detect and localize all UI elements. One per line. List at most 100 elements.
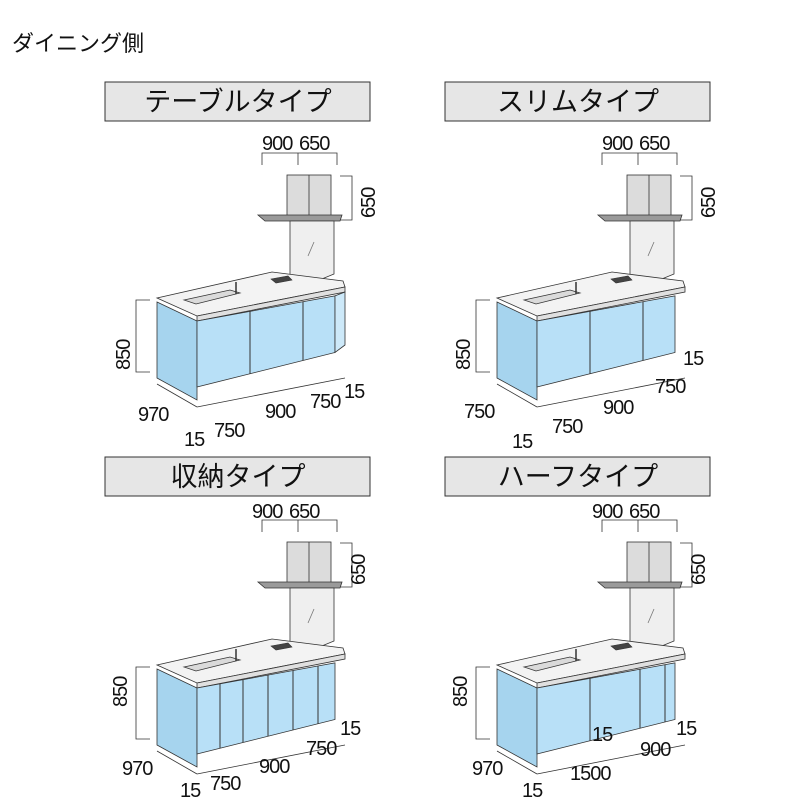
hood-shelf <box>256 214 343 222</box>
panel-title: テーブルタイプ <box>144 87 331 117</box>
dim-line-depth <box>496 750 538 775</box>
counter-top <box>155 271 346 317</box>
dim-height: 850 <box>453 339 475 370</box>
dim-line-hood-height <box>340 175 353 221</box>
cabinet-side <box>496 668 538 768</box>
dim-height: 850 <box>450 676 472 707</box>
counter-top <box>495 271 686 317</box>
counter-edge <box>196 653 346 689</box>
title-box <box>104 456 371 497</box>
title-box <box>104 81 371 122</box>
dim-line-depth <box>156 750 198 775</box>
cabinet-side <box>156 668 198 768</box>
dim-hood-left: 900 <box>602 133 633 155</box>
dim-line-hood-height <box>680 542 693 588</box>
dim-height: 850 <box>113 339 135 370</box>
dim-right-gap: 15 <box>683 348 704 370</box>
dim-hood-right: 650 <box>629 501 660 523</box>
dim-hood-left: 900 <box>262 133 293 155</box>
hood-shelf <box>596 581 683 589</box>
hood-shelf <box>256 581 343 589</box>
end-panel <box>334 291 346 354</box>
dim-line-hood-width <box>601 519 678 532</box>
dim-depth: 970 <box>472 758 503 780</box>
dim-line-height <box>135 299 150 373</box>
dim-hood-right: 650 <box>299 133 330 155</box>
dim-left-gap: 15 <box>184 429 205 451</box>
dim-line-height <box>135 666 150 740</box>
dim-hood-height: 650 <box>348 554 370 585</box>
dim-depth: 750 <box>464 401 495 423</box>
dim-line-hood-width <box>261 519 338 532</box>
dim-left-gap: 15 <box>522 780 543 800</box>
dim-seg1: 750 <box>214 420 245 442</box>
dim-hood-height: 650 <box>688 554 710 585</box>
panel-slim-type: スリムタイプ 900 650 650 850 750 15 750 900 75… <box>444 81 720 453</box>
stove <box>270 642 293 651</box>
counter-edge <box>536 286 686 322</box>
hood-shelf <box>596 214 683 222</box>
sink <box>182 289 242 305</box>
dim-right-gap: 15 <box>340 718 361 740</box>
dim-hood-left: 900 <box>592 501 623 523</box>
dim-seg2: 900 <box>265 401 296 423</box>
dim-hood-height: 650 <box>698 187 720 218</box>
dim-hood-right: 650 <box>639 133 670 155</box>
dim-hood-left: 900 <box>252 501 283 523</box>
dim-line-width <box>536 744 686 775</box>
splash-guard <box>629 220 675 293</box>
panel-title: 収納タイプ <box>171 462 306 492</box>
dim-seg2: 900 <box>640 739 671 761</box>
sink <box>182 656 242 672</box>
counter-edge <box>536 653 686 689</box>
panel-storage-type: 収納タイプ 900 650 650 850 970 15 750 900 750… <box>104 456 371 800</box>
panel-title: ハーフタイプ <box>498 462 658 492</box>
dim-seg3: 750 <box>310 391 341 413</box>
cabinet-front <box>536 295 676 388</box>
dim-left-gap: 15 <box>180 780 201 800</box>
panel-table-type: テーブルタイプ 900 650 650 850 970 15 750 900 7… <box>104 81 380 451</box>
dim-seg1: 1500 <box>570 763 611 785</box>
dim-height: 850 <box>110 676 132 707</box>
title-box <box>444 81 711 122</box>
dim-line-depth <box>156 383 198 408</box>
dim-depth: 970 <box>122 758 153 780</box>
stove <box>270 275 293 284</box>
dim-left-gap: 15 <box>512 431 533 453</box>
splash-guard <box>289 587 335 660</box>
glass-glare <box>647 241 655 257</box>
page-heading: ダイニング側 <box>12 31 145 56</box>
dim-line-width <box>536 377 686 408</box>
dim-line-depth <box>496 383 538 408</box>
splash-guard <box>289 220 335 293</box>
cabinet-front <box>196 662 336 755</box>
dim-right-gap: 15 <box>676 718 697 740</box>
dim-line-height <box>475 299 490 373</box>
cabinet-side <box>496 301 538 401</box>
dim-line-width <box>196 377 346 408</box>
glass-glare <box>647 608 655 624</box>
cabinet-side <box>156 301 198 401</box>
dim-seg2: 900 <box>259 756 290 778</box>
glass-glare <box>307 241 315 257</box>
counter-top <box>495 638 686 684</box>
dim-line-height <box>475 666 490 740</box>
dim-seg2: 900 <box>603 397 634 419</box>
dim-mid-gap: 15 <box>592 724 613 746</box>
dim-seg1: 750 <box>552 416 583 438</box>
dim-seg3: 750 <box>655 376 686 398</box>
stove <box>610 642 633 651</box>
sink <box>522 656 582 672</box>
dim-line-hood-width <box>601 152 678 165</box>
dim-seg3: 750 <box>306 738 337 760</box>
dim-seg1: 750 <box>210 773 241 795</box>
glass-glare <box>307 608 315 624</box>
dim-line-hood-height <box>680 175 693 221</box>
title-box <box>444 456 711 497</box>
dim-hood-right: 650 <box>289 501 320 523</box>
stove <box>610 275 633 284</box>
dim-depth: 970 <box>138 404 169 426</box>
counter-top <box>155 638 346 684</box>
dim-hood-height: 650 <box>358 187 380 218</box>
